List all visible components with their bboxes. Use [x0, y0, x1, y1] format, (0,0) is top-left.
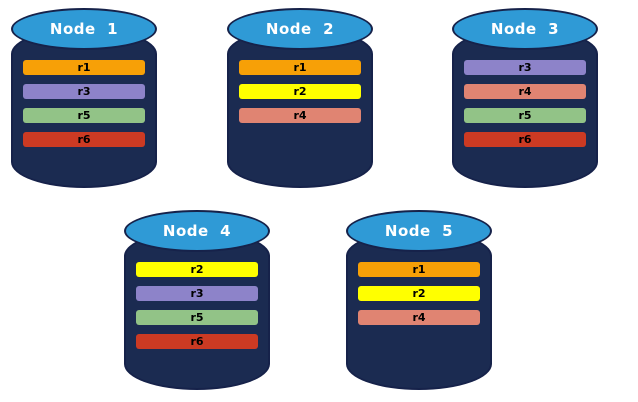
- replica-bar-r1[interactable]: r1: [358, 262, 480, 277]
- replica-bar-r2[interactable]: r2: [136, 262, 258, 277]
- replica-bar-r5[interactable]: r5: [23, 108, 145, 123]
- node-label: Node 3: [490, 20, 560, 38]
- node-label: Node 1: [49, 20, 119, 38]
- cylinder-top-icon: [11, 8, 157, 50]
- replica-bar-r5[interactable]: r5: [136, 310, 258, 325]
- replica-list: r1 r2 r4: [346, 262, 492, 325]
- replica-bar-r2[interactable]: r2: [239, 84, 361, 99]
- node-label: Node 4: [162, 222, 232, 240]
- node-cylinder-5[interactable]: Node 5 r1 r2 r4: [346, 210, 492, 390]
- replica-bar-r4[interactable]: r4: [239, 108, 361, 123]
- replica-list: r2 r3 r5 r6: [124, 262, 270, 349]
- node-cylinder-2[interactable]: Node 2 r1 r2 r4: [227, 8, 373, 188]
- node-cylinder-4[interactable]: Node 4 r2 r3 r5 r6: [124, 210, 270, 390]
- replica-bar-r3[interactable]: r3: [136, 286, 258, 301]
- replica-bar-r3[interactable]: r3: [23, 84, 145, 99]
- cylinder-top-icon: [124, 210, 270, 252]
- replica-bar-r2[interactable]: r2: [358, 286, 480, 301]
- node-label: Node 2: [265, 20, 335, 38]
- replica-bar-r1[interactable]: r1: [239, 60, 361, 75]
- node-cylinder-1[interactable]: Node 1 r1 r3 r5 r6: [11, 8, 157, 188]
- node-cylinder-3[interactable]: Node 3 r3 r4 r5 r6: [452, 8, 598, 188]
- replica-bar-r6[interactable]: r6: [464, 132, 586, 147]
- replica-bar-r3[interactable]: r3: [464, 60, 586, 75]
- replica-list: r3 r4 r5 r6: [452, 60, 598, 147]
- replica-list: r1 r2 r4: [227, 60, 373, 123]
- replica-list: r1 r3 r5 r6: [11, 60, 157, 147]
- replica-bar-r4[interactable]: r4: [464, 84, 586, 99]
- cylinder-top-icon: [346, 210, 492, 252]
- replica-bar-r1[interactable]: r1: [23, 60, 145, 75]
- replica-bar-r6[interactable]: r6: [23, 132, 145, 147]
- cylinder-top-icon: [227, 8, 373, 50]
- replica-bar-r5[interactable]: r5: [464, 108, 586, 123]
- cylinder-top-icon: [452, 8, 598, 50]
- replica-bar-r6[interactable]: r6: [136, 334, 258, 349]
- node-label: Node 5: [384, 222, 454, 240]
- replica-bar-r4[interactable]: r4: [358, 310, 480, 325]
